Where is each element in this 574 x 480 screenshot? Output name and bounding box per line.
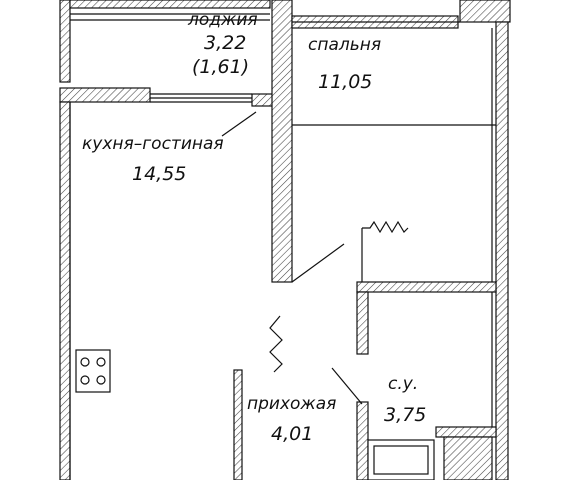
loggia-area-reduced: (1,61) (192, 56, 250, 78)
bathroom-area: 3,75 (384, 404, 427, 426)
kitchen-name: кухня–гостиная (82, 134, 224, 154)
wall-loggia-parapet (69, 0, 271, 9)
wall-right (495, 21, 509, 480)
wall-hall-partition (233, 369, 243, 480)
bathroom-name: с.у. (388, 374, 419, 394)
bedroom-area: 11,05 (318, 71, 373, 93)
wall-bath-top (356, 281, 497, 293)
plan-lines (69, 13, 496, 480)
wall-bath-bottom (435, 426, 497, 438)
bath-fixture-icon (367, 436, 493, 480)
hallway-area: 4,01 (271, 423, 314, 445)
wall-bath-left-lower (356, 401, 369, 480)
wall-bath-left (356, 291, 369, 355)
wall-right-top (459, 0, 511, 23)
stove-icon (75, 349, 111, 393)
hallway-name: прихожая (247, 394, 337, 414)
bedroom-name: спальня (308, 35, 382, 55)
loggia-area: 3,22 (204, 32, 247, 54)
kitchen-area: 14,55 (132, 163, 187, 185)
wall-kitchen-left (59, 101, 71, 480)
wall-kitchen-top (59, 87, 151, 103)
loggia-name: лоджия (188, 10, 258, 30)
wall-divider-column (271, 0, 293, 283)
wall-loggia-left (59, 0, 71, 83)
